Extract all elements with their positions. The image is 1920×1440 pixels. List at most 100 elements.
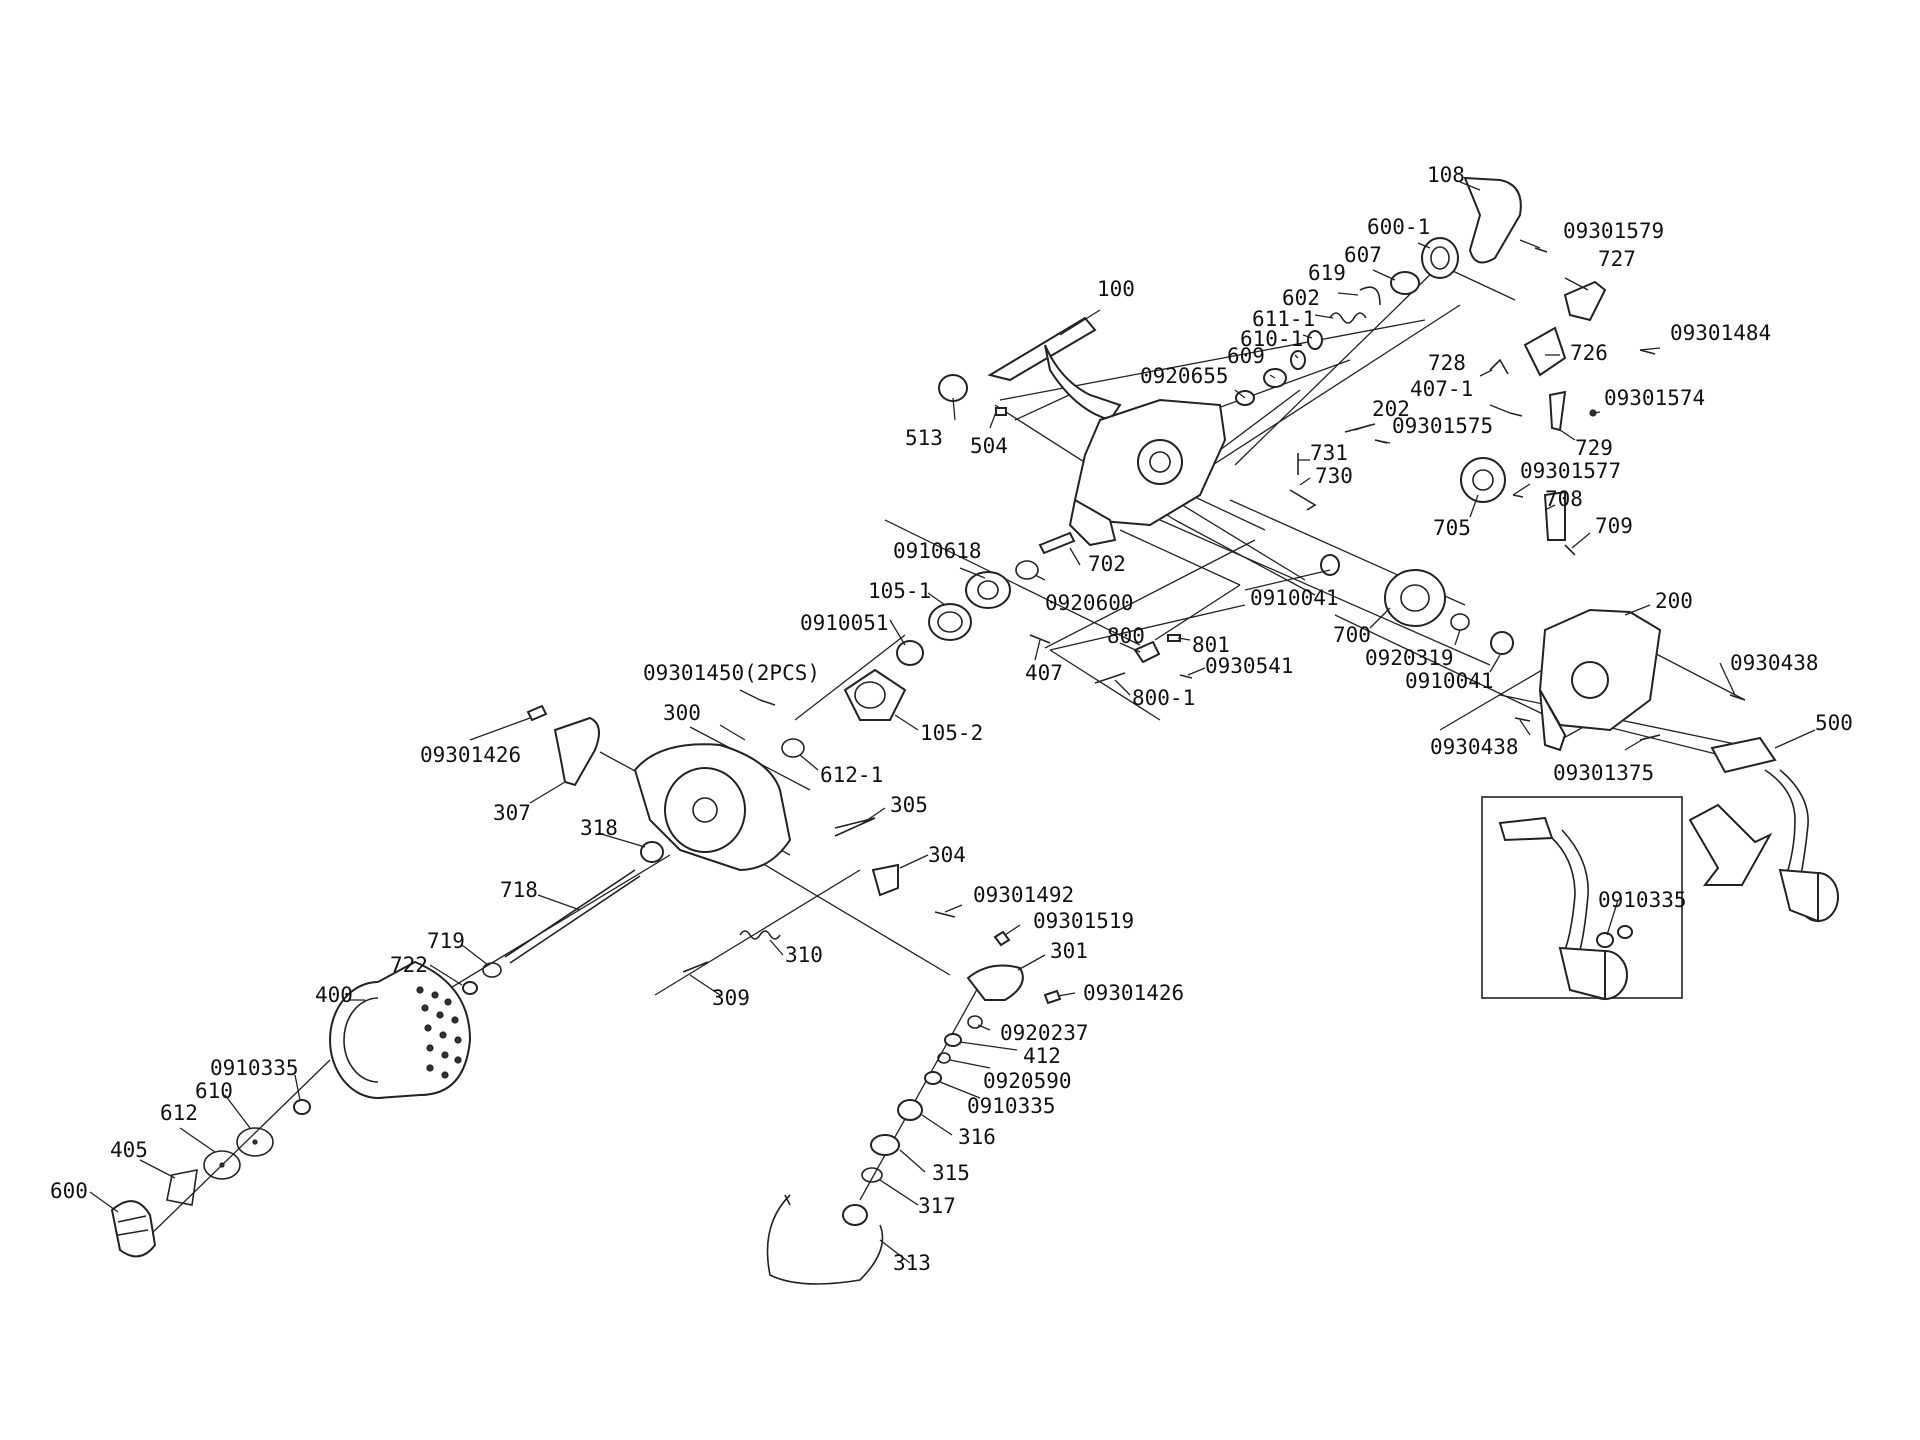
label-600-1: 600-1: [1367, 215, 1430, 239]
label-500: 500: [1815, 711, 1853, 735]
label-0910051: 0910051: [800, 611, 889, 635]
label-300: 300: [663, 701, 701, 725]
label-705: 705: [1433, 516, 1471, 540]
part-315: [870, 1134, 900, 1156]
label-731: 731: [1310, 441, 1348, 465]
part-307-bail-bracket: [553, 716, 600, 787]
label-09301375: 09301375: [1553, 761, 1654, 785]
part-0910335-bearing: [924, 1071, 942, 1085]
part-0930438-screw-a: [1729, 694, 1746, 701]
part-09301450-screw: [759, 699, 776, 706]
part-105-1: [928, 603, 972, 641]
label-100: 100: [1097, 277, 1135, 301]
label-407: 407: [1025, 661, 1063, 685]
spool-holes: [416, 986, 462, 1079]
part-0910041-bearing: [1320, 554, 1340, 576]
part-727-bail-arm: [1563, 280, 1607, 322]
part-412: [944, 1033, 962, 1047]
label-313: 313: [893, 1251, 931, 1275]
label-0930438-b: 0930438: [1430, 735, 1519, 759]
label-0920237: 0920237: [1000, 1021, 1089, 1045]
label-105-2: 105-2: [920, 721, 983, 745]
label-317: 317: [918, 1194, 956, 1218]
part-602-spring: [1329, 312, 1367, 324]
label-0910335-spool: 0910335: [210, 1056, 299, 1080]
label-305: 305: [890, 793, 928, 817]
part-705-gear: [1460, 457, 1506, 503]
label-09301577: 09301577: [1520, 459, 1621, 483]
part-607-bearing: [1390, 271, 1420, 295]
part-702-pinion: [1038, 531, 1076, 555]
label-612: 612: [160, 1101, 198, 1125]
part-09301579-screw: [1534, 247, 1548, 253]
part-708: [1543, 490, 1566, 541]
part-0910041-bearing-2: [1490, 631, 1514, 655]
part-709: [1564, 544, 1576, 556]
part-0910051: [896, 640, 924, 666]
label-316: 316: [958, 1125, 996, 1149]
part-513-cap: [938, 374, 968, 402]
label-105-1: 105-1: [868, 579, 931, 603]
part-600-drag-knob: [110, 1200, 157, 1258]
label-318: 318: [580, 816, 618, 840]
part-722: [462, 981, 478, 995]
label-602: 602: [1282, 286, 1320, 310]
part-730: [1289, 489, 1317, 511]
label-09301575: 09301575: [1392, 414, 1493, 438]
part-105-2: [843, 668, 907, 721]
label-504: 504: [970, 434, 1008, 458]
part-0920600-ring: [1015, 560, 1039, 580]
label-700: 700: [1333, 623, 1371, 647]
part-718-main-shaft: [504, 869, 636, 958]
part-600-1-nut: [1421, 237, 1459, 279]
part-309: [682, 961, 709, 973]
label-612-1: 612-1: [820, 763, 883, 787]
label-0920319: 0920319: [1365, 646, 1454, 670]
part-619-clip: [1359, 286, 1381, 306]
part-09301426-screw: [526, 704, 548, 722]
label-718: 718: [500, 878, 538, 902]
label-315: 315: [932, 1161, 970, 1185]
part-0920319: [1450, 613, 1470, 631]
label-0930438-a: 0930438: [1730, 651, 1819, 675]
label-0920600: 0920600: [1045, 591, 1134, 615]
label-309: 309: [712, 986, 750, 1010]
label-200: 200: [1655, 589, 1693, 613]
part-407-screw: [1029, 634, 1051, 644]
label-610: 610: [195, 1079, 233, 1103]
part-09301426-screw-2: [1043, 989, 1062, 1005]
label-709: 709: [1595, 514, 1633, 538]
label-09301450: 09301450(2PCS): [643, 661, 820, 685]
part-313-bail-wire: [766, 1194, 884, 1285]
part-108-cover: [1463, 176, 1522, 264]
part-700-main-gear: [1384, 569, 1446, 627]
label-609: 609: [1227, 344, 1265, 368]
label-09301519: 09301519: [1033, 909, 1134, 933]
part-0920237: [967, 1015, 983, 1029]
label-0930541: 0930541: [1205, 654, 1294, 678]
label-407-1: 407-1: [1410, 377, 1473, 401]
label-09301426-a: 09301426: [420, 743, 521, 767]
part-405-clip: [166, 1168, 198, 1206]
label-730: 730: [1315, 464, 1353, 488]
part-09301484-screw: [1639, 349, 1656, 355]
part-500-handle: [1710, 736, 1777, 774]
label-727: 727: [1598, 247, 1636, 271]
label-800-1: 800-1: [1132, 686, 1195, 710]
part-800: [1133, 640, 1161, 664]
part-318: [640, 841, 664, 863]
part-316-roller: [897, 1099, 923, 1121]
label-09301579: 09301579: [1563, 219, 1664, 243]
label-0920590: 0920590: [983, 1069, 1072, 1093]
label-708: 708: [1545, 487, 1583, 511]
label-400: 400: [315, 983, 353, 1007]
reel-parts: [110, 176, 1839, 1285]
label-09301574: 09301574: [1604, 386, 1705, 410]
part-612-washer: [203, 1150, 241, 1180]
label-0910335-roller: 0910335: [967, 1094, 1056, 1118]
part-726: [1523, 326, 1567, 377]
label-726: 726: [1570, 341, 1608, 365]
label-513: 513: [905, 426, 943, 450]
label-412: 412: [1023, 1044, 1061, 1068]
part-729: [1548, 390, 1567, 432]
